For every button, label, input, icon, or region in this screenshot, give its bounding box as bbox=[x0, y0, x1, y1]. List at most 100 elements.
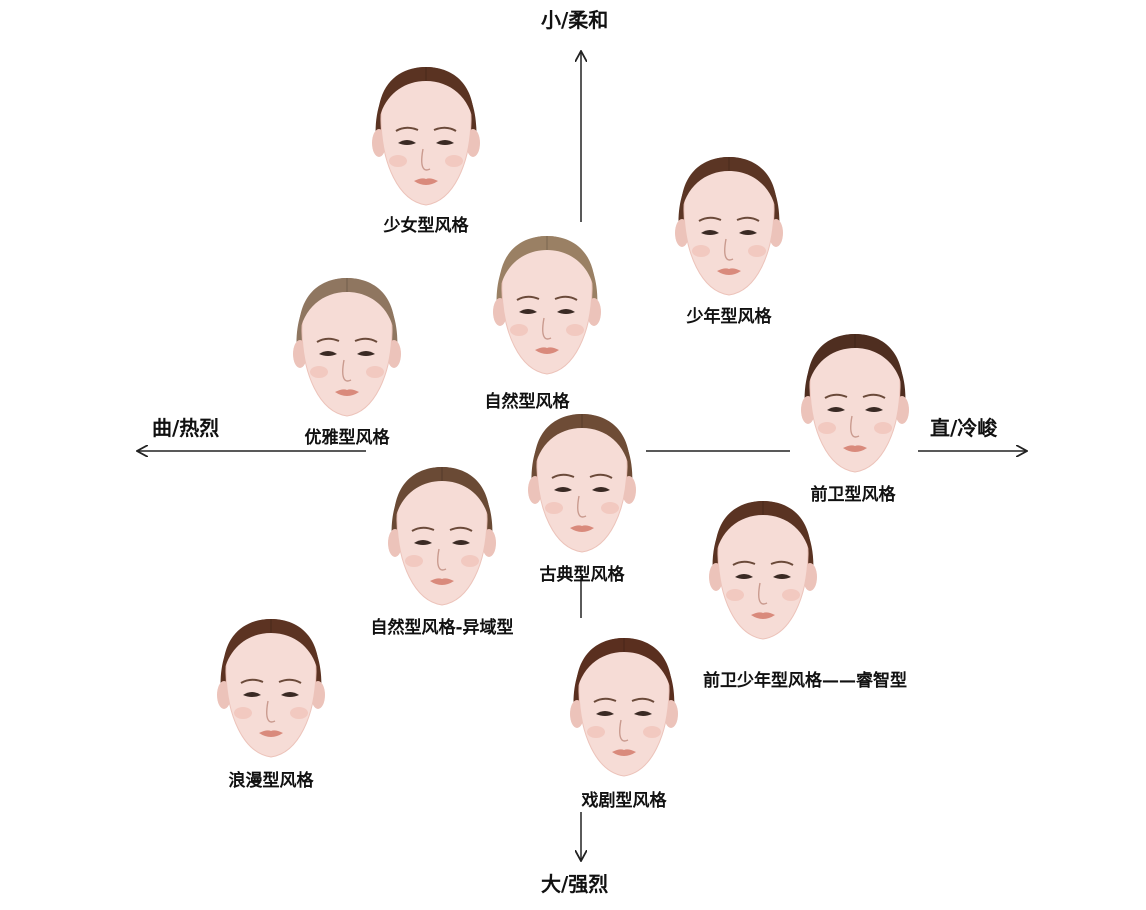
face-eye-left bbox=[243, 692, 261, 697]
face-shaonv bbox=[372, 67, 480, 206]
face-brow-right bbox=[589, 473, 613, 479]
face-brow-left bbox=[732, 560, 756, 566]
face-brow-right bbox=[770, 560, 794, 566]
face-brow-right bbox=[736, 216, 760, 222]
face-eye-right bbox=[452, 540, 470, 545]
face-nose bbox=[437, 548, 447, 571]
face-skin bbox=[717, 510, 809, 640]
face-eye-right bbox=[773, 574, 791, 579]
face-label-langman: 浪漫型风格 bbox=[228, 771, 314, 791]
face-cheek-left bbox=[692, 245, 710, 257]
face-label-xiju: 戏剧型风格 bbox=[581, 791, 667, 811]
face-hair-front bbox=[575, 638, 673, 696]
face-brow-left bbox=[395, 126, 419, 132]
face-eye-right bbox=[592, 487, 610, 492]
face-label-yiyu: 自然型风格-异域型 bbox=[370, 618, 514, 638]
face-langman bbox=[217, 619, 325, 758]
face-hair-front bbox=[714, 501, 812, 559]
face-nose bbox=[421, 148, 431, 171]
face-skin bbox=[301, 287, 393, 417]
face-cheek-right bbox=[643, 726, 661, 738]
face-youya bbox=[293, 278, 401, 417]
face-cheek-left bbox=[405, 555, 423, 567]
face-skin bbox=[501, 245, 593, 375]
face-qianwei bbox=[801, 334, 909, 473]
face-nose bbox=[577, 495, 587, 518]
face-hair-front bbox=[393, 467, 491, 525]
face-cheek-right bbox=[366, 366, 384, 378]
face-brow-right bbox=[278, 678, 302, 684]
face-ruizhi bbox=[709, 501, 817, 640]
face-cheek-left bbox=[310, 366, 328, 378]
face-hair-front bbox=[377, 67, 475, 125]
face-xiju bbox=[570, 638, 678, 777]
face-brow-right bbox=[433, 126, 457, 132]
face-skin bbox=[396, 476, 488, 606]
face-eye-left bbox=[735, 574, 753, 579]
face-brow-left bbox=[551, 473, 575, 479]
face-lips bbox=[259, 730, 283, 737]
face-cheek-right bbox=[445, 155, 463, 167]
face-nose bbox=[266, 700, 276, 723]
face-brow-right bbox=[449, 526, 473, 532]
face-eye-left bbox=[519, 309, 537, 314]
face-label-youya: 优雅型风格 bbox=[304, 428, 390, 448]
face-cheek-right bbox=[782, 589, 800, 601]
face-cheek-left bbox=[234, 707, 252, 719]
face-lips bbox=[414, 178, 438, 185]
face-brow-left bbox=[698, 216, 722, 222]
face-label-ziran: 自然型风格 bbox=[484, 392, 570, 412]
face-eye-left bbox=[554, 487, 572, 492]
face-lips bbox=[570, 525, 594, 532]
face-cheek-left bbox=[510, 324, 528, 336]
face-lips bbox=[717, 268, 741, 275]
face-lips bbox=[335, 389, 359, 396]
face-eye-right bbox=[357, 351, 375, 356]
axis-label-top: 小/柔和 bbox=[541, 8, 609, 32]
axis-label-right: 直/冷峻 bbox=[930, 416, 998, 440]
face-cheek-right bbox=[748, 245, 766, 257]
axis-label-bottom: 大/强烈 bbox=[541, 872, 609, 896]
face-nose bbox=[619, 719, 629, 742]
face-skin bbox=[578, 647, 670, 777]
face-brow-left bbox=[411, 526, 435, 532]
face-cheek-left bbox=[818, 422, 836, 434]
face-eye-right bbox=[436, 140, 454, 145]
face-brow-left bbox=[240, 678, 264, 684]
face-ziran bbox=[493, 236, 601, 375]
face-hair-front bbox=[222, 619, 320, 677]
face-nose bbox=[758, 582, 768, 605]
face-eye-right bbox=[739, 230, 757, 235]
face-eye-left bbox=[319, 351, 337, 356]
face-brow-right bbox=[862, 393, 886, 399]
face-skin bbox=[683, 166, 775, 296]
face-brow-right bbox=[554, 295, 578, 301]
face-cheek-left bbox=[587, 726, 605, 738]
face-lips bbox=[751, 612, 775, 619]
face-skin bbox=[536, 423, 628, 553]
face-eye-left bbox=[414, 540, 432, 545]
face-label-shaonian: 少年型风格 bbox=[686, 307, 772, 327]
axis-label-left: 曲/热烈 bbox=[152, 416, 220, 440]
face-cheek-right bbox=[874, 422, 892, 434]
face-nose bbox=[850, 415, 860, 438]
face-label-qianwei: 前卫型风格 bbox=[810, 485, 896, 505]
face-cheek-left bbox=[726, 589, 744, 601]
face-cheek-right bbox=[566, 324, 584, 336]
face-brow-left bbox=[516, 295, 540, 301]
face-brow-left bbox=[593, 697, 617, 703]
face-lips bbox=[535, 347, 559, 354]
face-eye-left bbox=[701, 230, 719, 235]
face-cheek-left bbox=[389, 155, 407, 167]
face-lips bbox=[843, 445, 867, 452]
face-skin bbox=[809, 343, 901, 473]
face-lips bbox=[612, 749, 636, 756]
face-label-ruizhi: 前卫少年型风格——睿智型 bbox=[703, 671, 907, 691]
face-hair-front bbox=[498, 236, 596, 294]
face-lips bbox=[430, 578, 454, 585]
face-cheek-left bbox=[545, 502, 563, 514]
face-hair-front bbox=[680, 157, 778, 215]
face-brow-right bbox=[354, 337, 378, 343]
face-cheek-right bbox=[461, 555, 479, 567]
